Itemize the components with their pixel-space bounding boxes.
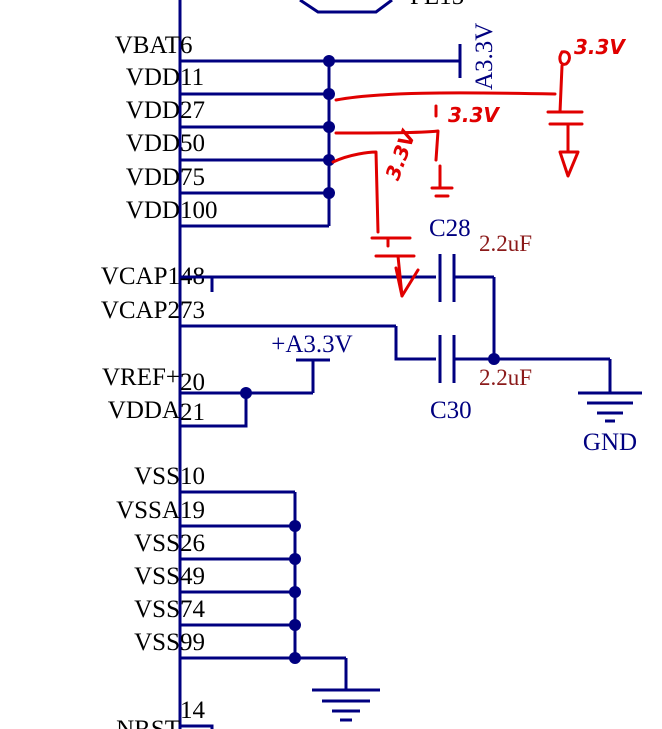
hand-wire [558, 64, 564, 114]
hand-ground [394, 254, 420, 298]
pin-name-vss10: VSS [134, 463, 180, 490]
a33v-label-horizontal: +A3.3V [271, 331, 352, 358]
junction-dot [289, 619, 301, 631]
pin-num-73: 73 [180, 297, 205, 324]
pin-name-vss26: VSS [134, 530, 180, 557]
pin-name-vcap2: VCAP2 [101, 297, 180, 324]
junction-dot [289, 586, 301, 598]
pin-name-vssa: VSSA [116, 497, 180, 524]
pin-name-vss49: VSS [134, 563, 180, 590]
vdd-pin-lines [180, 55, 460, 228]
gnd-symbol-right: GND [578, 359, 642, 456]
top-partial-symbol [299, 0, 393, 14]
c30-ref: C30 [430, 397, 472, 424]
wire-vcap2 [394, 326, 436, 361]
junction-dot [323, 55, 335, 67]
hand-wire-vdd50 [331, 150, 380, 234]
hand-wire-vdd27 [334, 129, 440, 162]
pin-num-10: 10 [180, 463, 205, 490]
pin-line-nrst [180, 724, 214, 729]
hand-ground [430, 164, 454, 198]
vref-vdda-network: +A3.3V [180, 331, 353, 428]
pin-num-74: 74 [180, 596, 206, 623]
hand-ground [558, 122, 580, 178]
hand-note-3: 3.3V [380, 126, 420, 183]
pin-name-vdd50: VDD [126, 130, 180, 157]
pin-name-nrst: NRST [116, 716, 180, 729]
pin-num-100: 100 [180, 197, 218, 224]
pin-num-75: 75 [180, 164, 205, 191]
junction-dot [289, 553, 301, 565]
junction-dot [323, 88, 335, 100]
pin-num-11: 11 [180, 64, 204, 91]
hand-circle [558, 50, 571, 66]
top-partial-label: PE15 [410, 0, 464, 10]
vss-network [180, 490, 380, 722]
pin-num-50: 50 [180, 130, 205, 157]
pin-num-21: 21 [180, 399, 205, 426]
pin-name-vcap1: VCAP1 [101, 263, 180, 290]
pin-name-vdda: VDDA [108, 397, 180, 424]
hand-cap [546, 110, 584, 126]
pin-names: VBAT VDD VDD VDD VDD VDD VCAP1 VCAP2 VRE… [101, 32, 180, 729]
pin-num-26: 26 [180, 530, 205, 557]
gnd-label: GND [583, 429, 637, 456]
hand-note-2: 3.3V [448, 103, 500, 127]
junction-dot [488, 353, 500, 365]
pin-num-49: 49 [180, 563, 205, 590]
pin-num-6: 6 [180, 32, 193, 59]
pin-num-99: 99 [180, 629, 205, 656]
pin-num-14: 14 [180, 697, 206, 724]
junction-dot [323, 121, 335, 133]
c30-value: 2.2uF [479, 365, 532, 390]
a33v-power-port-vertical: A3.3V [458, 23, 498, 90]
pin-name-vdd27: VDD [126, 97, 180, 124]
pin-line-vdda [180, 393, 248, 428]
pin-name-vdd11: VDD [126, 64, 180, 91]
pin-name-vbat: VBAT [115, 32, 180, 59]
pin-num-27: 27 [180, 97, 205, 124]
junction-dot [289, 520, 301, 532]
pin-name-vref: VREF+ [102, 364, 180, 391]
junction-dot [323, 187, 335, 199]
junction-dot [240, 387, 252, 399]
pin-name-vss74: VSS [134, 596, 180, 623]
c28-ref: C28 [429, 215, 471, 242]
junction-dot [289, 652, 301, 664]
pin-name-vss99: VSS [134, 629, 180, 656]
c28-value: 2.2uF [479, 231, 532, 256]
pin-numbers: 6 11 27 50 75 100 48 73 20 21 10 19 26 4… [180, 32, 218, 724]
nrst-pin [180, 724, 214, 729]
junction-dot [323, 154, 335, 166]
vcap-network: C28 2.2uF C30 2.2uF [180, 215, 610, 424]
hand-note-1: 3.3V [574, 35, 626, 59]
hand-cap [370, 236, 416, 258]
hand-wire-vdd11 [334, 91, 557, 102]
pin-name-vdd100: VDD [126, 197, 180, 224]
pin-num-19: 19 [180, 497, 205, 524]
a33v-label-vertical: A3.3V [471, 23, 498, 90]
pin-name-vdd75: VDD [126, 164, 180, 191]
